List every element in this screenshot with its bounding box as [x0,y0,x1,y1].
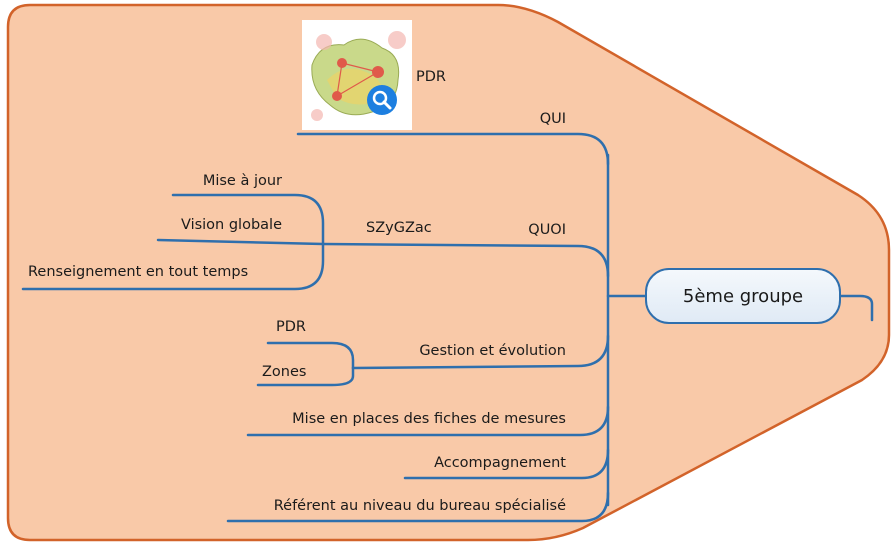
connector-central-right [839,294,874,322]
connector-quoi-mise-a-jour [171,193,325,246]
connector-fiches [246,405,610,437]
quoi-child-mise-a-jour[interactable]: Mise à jour [202,173,282,189]
connector-quoi-renseignement [21,242,325,291]
central-topic[interactable]: 5ème groupe [645,268,841,324]
connector-gestion-pdr [266,341,355,370]
connector-gestion [351,334,610,370]
branch-accompagnement-label[interactable]: Accompagnement [434,455,566,471]
gestion-child-zones[interactable]: Zones [262,364,307,380]
magnifier-icon [367,85,397,115]
branch-qui-label[interactable]: QUI [539,111,566,127]
connector-accompagnement [403,448,610,480]
group-boundary [6,3,891,542]
connector-qui [296,132,610,166]
branch-fiches-label[interactable]: Mise en places des fiches de mesures [292,411,566,427]
branch-referent-label[interactable]: Référent au niveau du bureau spécialisé [273,498,566,514]
quoi-sub-label: SZyGZac [366,220,432,236]
connector-quoi [321,242,610,278]
pdr-map-image [302,20,412,130]
qui-image-label: PDR [416,69,446,85]
connector-referent [226,491,610,523]
connector-quoi-vision [156,238,325,246]
connector-gestion-zones [256,366,355,387]
quoi-child-vision-globale[interactable]: Vision globale [180,217,282,233]
branch-gestion-label[interactable]: Gestion et évolution [419,343,566,359]
branch-quoi-label[interactable]: QUOI [528,222,566,238]
gestion-child-pdr[interactable]: PDR [276,319,306,335]
quoi-child-renseignement[interactable]: Renseignement en tout temps [28,264,249,280]
